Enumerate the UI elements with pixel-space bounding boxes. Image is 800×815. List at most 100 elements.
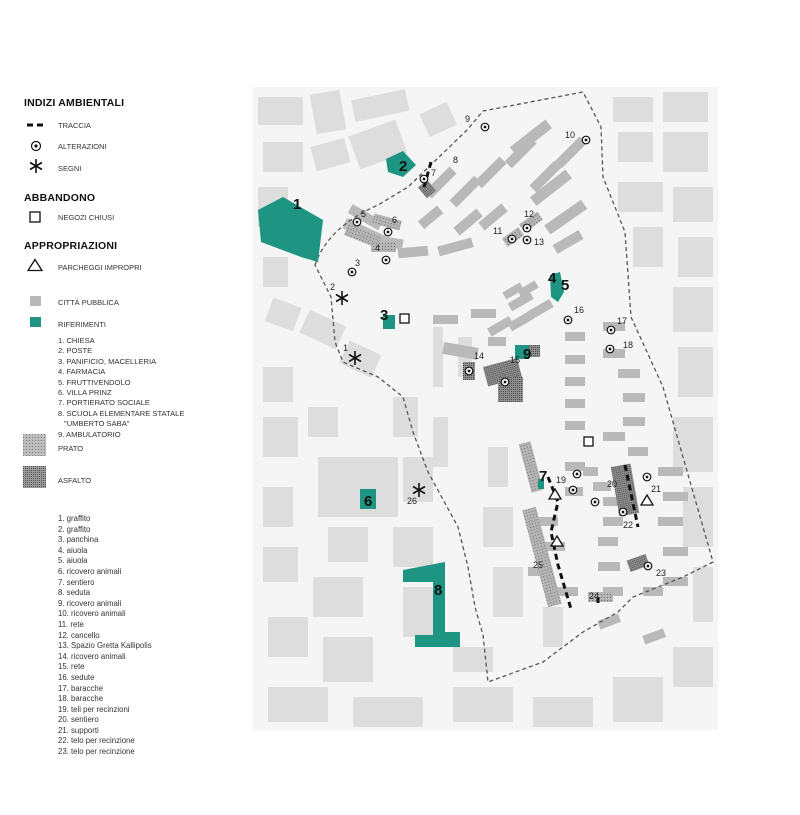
sign-item: 19. teli per recinzioni [58, 704, 130, 714]
ref-label: 3 [380, 307, 388, 324]
reference-post-office [386, 151, 416, 177]
point-labels: 1 2 3 4 5 6 7 8 9 10 11 12 13 14 15 16 1… [330, 114, 666, 601]
square-icon [29, 211, 41, 223]
point-label: 17 [617, 316, 627, 326]
reference-ambulatorio [515, 345, 529, 359]
sign-item: 22. telo per recinzione [58, 736, 135, 746]
reference-item: 2. POSTE [58, 346, 93, 356]
ref-label: 1 [293, 196, 301, 213]
ref-label: 8 [434, 582, 442, 599]
point-label: 22 [623, 520, 633, 530]
point-label: 9 [465, 114, 470, 124]
legend-lawn-label: PRATO [58, 444, 84, 453]
reference-buildings [258, 151, 564, 647]
point-label: 18 [623, 340, 633, 350]
study-area-boundary [314, 91, 714, 683]
reference-bakery [383, 315, 395, 329]
point-label: 5 [361, 209, 366, 219]
map-canvas: 1 2 3 4 5 6 7 8 9 [258, 89, 714, 727]
ref-label: 4 [548, 270, 557, 287]
point-label: 23 [656, 568, 666, 578]
triangle-icon [639, 493, 655, 506]
reference-item: 5. FRUTTIVENDOLO [58, 377, 131, 387]
reference-item: "UMBERTO SABA" [64, 419, 130, 429]
square-icon [399, 313, 410, 324]
sign-item: 17. baracche [58, 683, 104, 693]
sign-item: 11. rete [58, 619, 84, 629]
lawn-swatch [23, 434, 46, 456]
sign-item: 4. aiuola [58, 545, 88, 555]
context-buildings [258, 89, 713, 727]
legend-signs-label: SEGNI [58, 164, 82, 173]
trace-dash-icon [27, 123, 47, 127]
asterisk-icon [335, 291, 349, 305]
sign-markers [335, 291, 426, 497]
sign-item: 6. ricovero animali [58, 566, 122, 576]
point-label: 3 [355, 258, 360, 268]
legend-public-city-label: CITTÀ PUBBLICA [58, 298, 119, 307]
sign-item: 14. ricovero animali [58, 651, 126, 661]
legend-references-label: RIFERIMENTI [58, 320, 106, 329]
reference-pharmacy [550, 272, 564, 302]
legend-asphalt-label: ASFALTO [58, 476, 92, 485]
point-label: 7 [431, 168, 436, 178]
reference-item: 3. PANIFICIO, MACELLERIA [58, 356, 157, 366]
signs-list: 1. graffito 2. graffito 3. panchina 4. a… [58, 514, 152, 758]
point-label: 12 [524, 209, 534, 219]
point-label: 11 [493, 226, 502, 236]
reference-swatch [30, 317, 41, 327]
point-label: 15 [510, 355, 520, 365]
reference-item: 1. CHIESA [58, 336, 95, 345]
reference-item: 4. FARMACIA [58, 367, 106, 377]
triangle-icon [27, 258, 43, 272]
asphalt-swatch [23, 466, 46, 488]
map-legend: INDIZI AMBIENTALI TRACCIA ALTERAZIONI SE… [0, 0, 250, 815]
references-list: 1. CHIESA 2. POSTE 3. PANIFICIO, MACELLE… [58, 336, 184, 440]
sign-item: 20. sentiero [58, 715, 99, 725]
point-label: 20 [607, 479, 617, 489]
reference-item: 6. VILLA PRINZ [58, 388, 112, 398]
sign-item: 18. baracche [58, 694, 104, 704]
legend-heading-abandonment: ABBANDONO [24, 192, 96, 204]
reference-school [403, 562, 460, 647]
circled-dot-icon [30, 140, 42, 152]
reference-item: 8. SCUOLA ELEMENTARE STATALE [58, 408, 185, 418]
alteration-markers [347, 122, 653, 571]
closed-shop-markers [399, 313, 594, 447]
point-label: 19 [556, 475, 566, 485]
neighborhood-map[interactable]: 1 2 3 4 5 6 7 8 9 [253, 87, 718, 730]
square-icon [583, 436, 594, 447]
point-label: 1 [343, 343, 348, 353]
legend-trace-label: TRACCIA [58, 121, 91, 130]
sign-item: 3. panchina [58, 535, 99, 545]
point-label: 24 [589, 591, 599, 601]
sign-item: 1. graffito [58, 514, 91, 523]
legend-closed-shops-label: NEGOZI CHIUSI [58, 213, 115, 222]
ref-label: 7 [539, 468, 547, 485]
legend-parking-label: PARCHEGGI IMPROPRI [58, 263, 142, 272]
point-label: 21 [651, 484, 661, 494]
reference-item: 7. PORTIERATO SOCIALE [58, 398, 150, 408]
point-label: 4 [375, 243, 380, 253]
legend-heading-indicators: INDIZI AMBIENTALI [24, 97, 125, 109]
reference-item: 9. AMBULATORIO [58, 429, 121, 439]
point-label: 13 [534, 237, 544, 247]
asterisk-icon [348, 351, 362, 365]
sign-item: 7. sentiero [58, 577, 95, 587]
sign-item: 15. rete [58, 662, 85, 672]
point-label: 8 [453, 155, 458, 165]
ref-label: 9 [523, 346, 531, 363]
reference-portierato [538, 479, 544, 489]
sign-item: 10. ricovero animali [58, 609, 126, 619]
sign-item: 9. ricovero animali [58, 598, 122, 608]
ref-label: 5 [561, 277, 569, 294]
sign-item: 5. aiuola [58, 556, 88, 566]
parking-markers [547, 487, 655, 547]
ref-label: 2 [399, 158, 407, 175]
legend-heading-appropriations: APPROPRIAZIONI [24, 240, 118, 252]
sign-item: 2. graffito [58, 524, 91, 534]
point-label: 10 [565, 130, 575, 140]
public-city-buildings [342, 119, 688, 645]
triangle-icon [549, 534, 565, 547]
asterisk-icon [412, 483, 426, 497]
